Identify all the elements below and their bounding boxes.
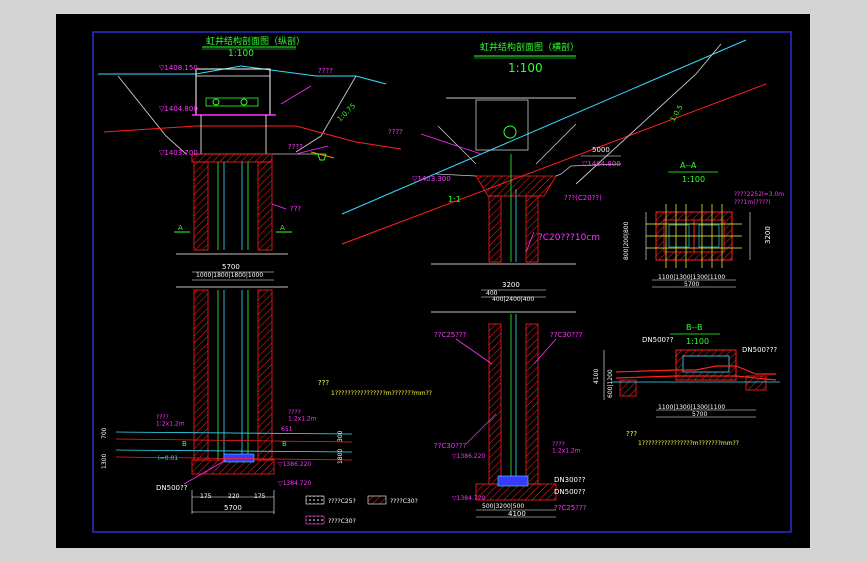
bb-note-2: 1????????????????m???????mm?? bbox=[638, 440, 739, 447]
bottom-note-1: ??? bbox=[318, 379, 329, 387]
legend-item-c30-a: ????C30? bbox=[390, 498, 418, 505]
bottom-c25: ??C25??? bbox=[554, 504, 587, 512]
level-1404: ▽1404.800 bbox=[159, 105, 198, 113]
drawing-frame bbox=[92, 31, 792, 533]
left-section-view: 虹井结构剖面图（纵剖） 1:100 bbox=[98, 35, 432, 514]
legend: ????C25? ????C30? ????C30? bbox=[305, 495, 418, 525]
bb-pipe-line bbox=[615, 365, 776, 375]
section-b-left: B bbox=[182, 440, 187, 448]
concrete-top: ???(C20??) bbox=[564, 194, 602, 202]
bb-vdim-detail: 600|1200 bbox=[607, 369, 614, 398]
note-right: ???? bbox=[288, 143, 303, 151]
shaft-collar bbox=[475, 175, 557, 197]
level-1384-left: ▽1384.720 bbox=[278, 480, 311, 487]
note-right-view: ???? bbox=[388, 128, 403, 136]
pipe-dn300: DN300?? bbox=[554, 476, 586, 484]
vdim-1300: 1300 bbox=[101, 454, 108, 469]
section-bb: B--B 1:100 DN500?? DN500??? 4100 600|120… bbox=[593, 323, 780, 447]
slope-i: i=0.01 bbox=[158, 455, 178, 462]
shaft-lower bbox=[191, 289, 275, 475]
dim-651: 651 bbox=[281, 426, 293, 433]
section-b-right: B bbox=[282, 440, 287, 448]
level-1404-right: ▽1404.800 bbox=[582, 160, 621, 168]
section-aa-scale: 1:100 bbox=[682, 175, 705, 184]
left-view-scale: 1:100 bbox=[228, 49, 254, 59]
cad-drawing-sheet: 虹井结构剖面图（纵剖） 1:100 bbox=[56, 14, 810, 548]
right-view-title: 虹井结构剖面图（横剖） bbox=[480, 41, 579, 53]
width-bottom: 5700 bbox=[224, 504, 242, 512]
bb-note-1: ??? bbox=[626, 430, 637, 438]
right-view-scale: 1:100 bbox=[508, 61, 543, 75]
level-1408: ▽1408.150 bbox=[159, 64, 198, 72]
wall-c25: ??C25??? bbox=[434, 331, 467, 339]
bb-dim-bottom: 1100|1300|1300|1100 bbox=[658, 404, 725, 411]
bb-pipe-left: DN500?? bbox=[642, 336, 674, 344]
width-top-detail: 1000|1800|1800|1000 bbox=[196, 272, 263, 279]
note-top: ???? bbox=[318, 67, 333, 75]
legend-item-c30-b: ????C30? bbox=[328, 518, 356, 525]
section-a-right: A bbox=[280, 224, 285, 232]
dim-5000: 5000 bbox=[592, 146, 610, 154]
bb-vdim: 4100 bbox=[593, 369, 600, 384]
concrete-side: ?C20???10cm bbox=[538, 233, 600, 243]
level-1384-right: ▽1384.720 bbox=[452, 495, 485, 502]
section-a-left: A bbox=[178, 224, 183, 232]
bb-dim-bottom-total: 5700 bbox=[692, 411, 707, 418]
aa-dim-bottom-total: 5700 bbox=[684, 281, 699, 288]
vdim-1800-right: 1800 bbox=[337, 449, 344, 464]
left-view-title: 虹井结构剖面图（纵剖） bbox=[206, 35, 305, 47]
shaft-upper bbox=[191, 153, 273, 251]
hoist-frame-right bbox=[475, 99, 529, 151]
excavation-slope-right bbox=[295, 75, 357, 153]
bottom-width-4100: 4100 bbox=[508, 510, 526, 518]
section-aa-title: A--A bbox=[680, 161, 697, 170]
aa-note-2: ???1m(????) bbox=[734, 199, 771, 206]
legend-swatch-c30-a bbox=[367, 495, 387, 505]
grade-right-view: ????1:2x1.2m bbox=[552, 441, 581, 455]
level-1403-right: ▽1403.300 bbox=[412, 175, 451, 183]
grade-left: ????1:2x1.2m bbox=[156, 414, 185, 428]
excavation-slope-left bbox=[117, 75, 187, 155]
dim-220: 220 bbox=[228, 493, 240, 500]
legend-swatch-c30-b bbox=[305, 515, 325, 525]
legend-item-c25: ????C25? bbox=[328, 498, 356, 505]
slope-1-1: 1:1 bbox=[448, 195, 461, 204]
ground-line bbox=[98, 65, 387, 85]
level-1403: ▽1403.700 bbox=[159, 149, 198, 157]
dim-400: 400 bbox=[486, 290, 498, 297]
level-1386-left: ▽1386.220 bbox=[278, 461, 311, 468]
slope-label-right: 1:0.5 bbox=[669, 103, 685, 123]
aa-dim-bottom: 1100|1300|1300|1100 bbox=[658, 274, 725, 281]
note-wall: ??? bbox=[290, 205, 301, 213]
legend-swatch-c25 bbox=[305, 495, 325, 505]
grade-right: ????1:2x1.2m bbox=[288, 409, 317, 423]
vdim-700: 700 bbox=[101, 427, 108, 439]
bottom-note-2: 1????????????????m???????mm?? bbox=[331, 390, 432, 397]
aa-dim-right: 3200 bbox=[764, 226, 772, 244]
wall-c30: ??C30??? bbox=[550, 331, 583, 339]
level-1386-right: ▽1386.220 bbox=[452, 453, 485, 460]
cad-drawing: 虹井结构剖面图（纵剖） 1:100 bbox=[92, 31, 792, 533]
vdim-300-right: 300 bbox=[337, 430, 344, 442]
dim-175-b: 175 bbox=[254, 493, 266, 500]
aa-dim-left: 800|200|800 bbox=[623, 221, 630, 260]
aa-note-1: ????2252l=3.0m bbox=[734, 191, 784, 198]
red-profile-line bbox=[103, 125, 402, 150]
section-aa: A--A 1:100 ????2252l=3.0m ???1m(????) 32… bbox=[623, 161, 784, 288]
width-detail: 400|2400|400 bbox=[492, 296, 534, 303]
width-top: 5700 bbox=[222, 263, 240, 271]
section-bb-title: B--B bbox=[686, 323, 702, 332]
section-bb-scale: 1:100 bbox=[686, 337, 709, 346]
bottom-c30: ??C30??? bbox=[434, 442, 467, 450]
dim-175-a: 175 bbox=[200, 493, 212, 500]
right-section-view: 虹井结构剖面图（横剖） 1:100 1:0.5 bbox=[341, 39, 767, 518]
bottom-dim: 500|3200|500 bbox=[482, 503, 524, 510]
pipe-dn500-left: DN500?? bbox=[156, 484, 188, 492]
pipe-dn500-right: DN500?? bbox=[554, 488, 586, 496]
bb-pipe-right: DN500??? bbox=[742, 346, 777, 354]
width-3200: 3200 bbox=[502, 281, 520, 289]
